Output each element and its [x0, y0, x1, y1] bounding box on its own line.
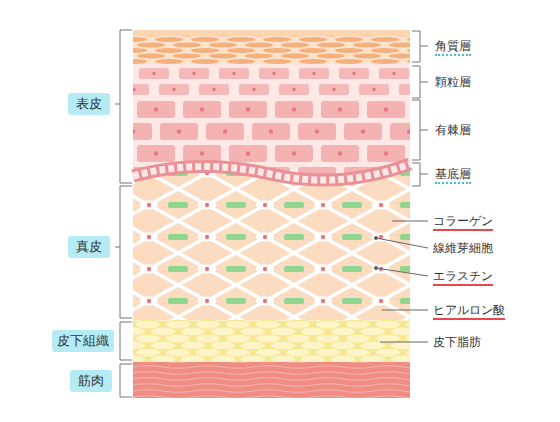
component-name: ヒアルロン酸 [433, 302, 505, 320]
component-name: エラスチン [433, 268, 493, 286]
dermis-area [133, 168, 410, 320]
layer-name: 基底層 [435, 166, 471, 184]
right-brackets [412, 31, 428, 186]
layer-name: 角質層 [435, 38, 471, 56]
basal-layer [133, 164, 410, 180]
muscle-layer [133, 362, 410, 398]
layer-name: 有棘層 [435, 122, 471, 138]
skin-surface [133, 30, 410, 36]
leader-lines [374, 221, 428, 342]
layer-name: 顆粒層 [435, 74, 471, 90]
component-name: 線維芽細胞 [433, 240, 493, 256]
subcutis-tag: 皮下組織 [52, 330, 114, 352]
basal-cells [133, 164, 410, 180]
component-name: コラーゲン [433, 213, 493, 231]
muscle-tag: 筋肉 [70, 370, 112, 392]
subcutaneous-fat [133, 320, 410, 362]
stratum-granulosum [133, 64, 410, 98]
dermis-tag: 真皮 [68, 236, 110, 258]
left-brackets [115, 30, 132, 397]
epidermis-tag: 表皮 [68, 93, 110, 115]
layer-tag-text: 真皮 [76, 238, 102, 256]
layer-tag-text: 筋肉 [78, 372, 104, 390]
layer-tag-text: 皮下組織 [57, 332, 109, 350]
component-name: 皮下脂肪 [433, 334, 481, 350]
stratum-corneum [133, 36, 410, 64]
layer-tag-text: 表皮 [76, 95, 102, 113]
